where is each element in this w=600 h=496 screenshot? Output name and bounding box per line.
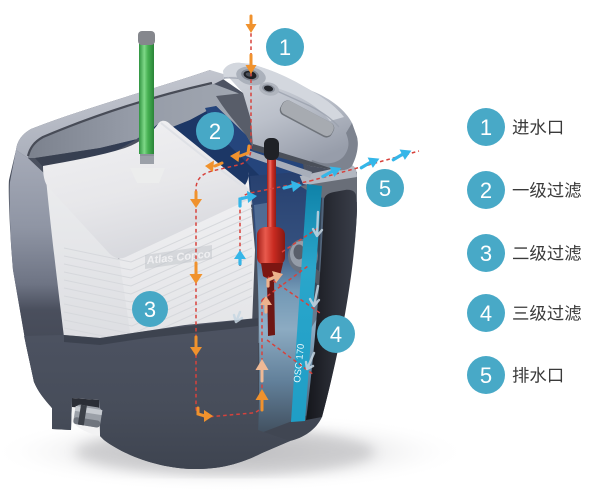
svg-text:1: 1 bbox=[480, 115, 492, 140]
svg-text:1: 1 bbox=[279, 35, 291, 60]
svg-text:4: 4 bbox=[480, 301, 492, 326]
svg-text:3: 3 bbox=[144, 297, 156, 322]
svg-text:OSC 170: OSC 170 bbox=[292, 343, 307, 383]
svg-text:3: 3 bbox=[480, 241, 492, 266]
svg-text:2: 2 bbox=[209, 119, 221, 144]
svg-text:5: 5 bbox=[379, 176, 391, 201]
svg-text:4: 4 bbox=[330, 322, 342, 347]
svg-text:2: 2 bbox=[480, 178, 492, 203]
svg-text:5: 5 bbox=[480, 363, 492, 388]
